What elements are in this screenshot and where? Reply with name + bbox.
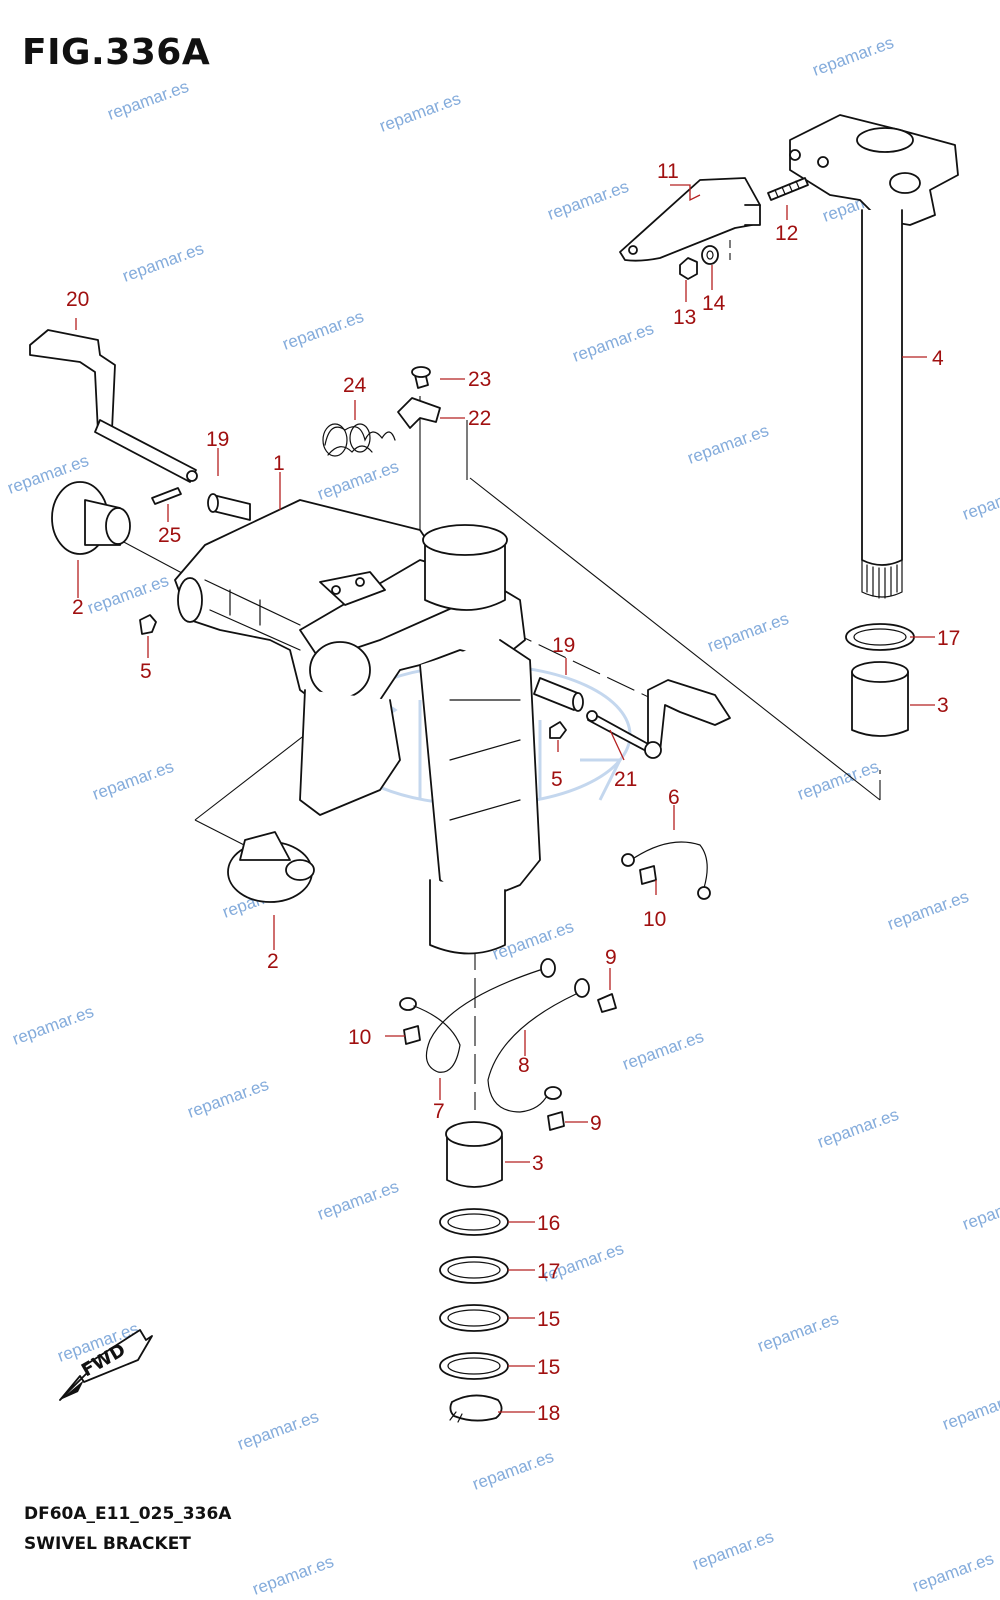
watermark: repamar.es	[470, 1447, 556, 1494]
callout-6: 6	[668, 786, 680, 809]
callout-21: 21	[614, 768, 637, 791]
washer-part-15-a	[439, 1304, 509, 1332]
bushing-part-3-lower	[445, 1121, 503, 1188]
callout-17: 17	[937, 627, 960, 650]
callout-5: 5	[140, 660, 152, 683]
lead-wire-part-7	[399, 958, 556, 1073]
bushing-part-3-upper	[851, 661, 909, 737]
bush-part-2-upper	[51, 481, 131, 555]
watermark: repamar.es	[105, 77, 191, 124]
washer-part-16	[439, 1208, 509, 1236]
callout-15: 15	[537, 1308, 560, 1331]
watermark: repamar.es	[690, 1527, 776, 1574]
steering-shaft-assembly	[789, 114, 959, 599]
figure-code: DF60A_E11_025_336A	[24, 1504, 232, 1524]
lead-wire-part-8	[487, 978, 590, 1113]
watermark: repamar.es	[315, 1177, 401, 1224]
swivel-bracket-body	[174, 499, 541, 955]
callout-4: 4	[932, 347, 944, 370]
callout-3: 3	[532, 1152, 544, 1175]
grease-nipple-part-5	[139, 614, 567, 739]
callout-24: 24	[343, 374, 367, 397]
watermark: repamar.es	[910, 1549, 996, 1596]
callout-8: 8	[518, 1054, 530, 1077]
screw-part-9	[547, 993, 617, 1131]
watermark: repamar.es	[120, 239, 206, 286]
watermark: repamar.es	[250, 1552, 336, 1599]
callout-9: 9	[590, 1112, 602, 1135]
callout-5: 5	[551, 768, 563, 791]
bracket-part-11	[619, 177, 761, 262]
watermark: repamar.es	[960, 477, 1000, 524]
watermark: repamar.es	[90, 757, 176, 804]
watermark: repamar.es	[185, 1075, 271, 1122]
watermark: repamar.es	[705, 609, 791, 656]
figure-title: FIG.336A	[22, 32, 211, 73]
watermark: repamar.es	[315, 457, 401, 504]
watermark: repamar.es	[570, 319, 656, 366]
callout-12: 12	[775, 222, 798, 245]
watermark: repamar.es	[10, 1002, 96, 1049]
callout-labels: 1 2 2 3 3 4 5 5 6 7 8 9 9 10 10 11 12 13…	[66, 160, 960, 1425]
lead-wire-part-6	[621, 841, 711, 900]
watermark: repamar.es	[545, 177, 631, 224]
callout-25: 25	[158, 524, 181, 547]
callout-22: 22	[468, 407, 491, 430]
callout-19: 19	[552, 634, 575, 657]
lever-part-21	[586, 679, 731, 759]
washer-part-15-b	[439, 1352, 509, 1380]
watermark: repamar.es	[280, 307, 366, 354]
leader-lines	[75, 184, 935, 1413]
washer-part-17-lower	[439, 1256, 509, 1284]
callout-9: 9	[605, 946, 617, 969]
callout-20: 20	[66, 288, 89, 311]
washer-part-17-upper	[845, 623, 915, 651]
figure-name: SWIVEL BRACKET	[24, 1534, 191, 1554]
callout-7: 7	[433, 1100, 445, 1123]
pin-part-25	[151, 487, 182, 505]
callout-10: 10	[348, 1026, 371, 1049]
callout-10: 10	[643, 908, 666, 931]
watermark: repamar.es	[960, 1187, 1000, 1234]
watermark: repamar.es	[885, 887, 971, 934]
callout-17: 17	[537, 1260, 560, 1283]
watermark: repamar.es	[810, 33, 896, 80]
callout-11: 11	[657, 160, 679, 183]
watermark: repamar.es	[235, 1407, 321, 1454]
callout-13: 13	[673, 306, 696, 329]
callout-15: 15	[537, 1356, 560, 1379]
callout-2: 2	[267, 950, 279, 973]
watermark: repamar.es	[85, 571, 171, 618]
tilt-lever-part-20	[29, 329, 198, 483]
callout-1: 1	[273, 452, 285, 475]
watermark: repamar.es	[795, 757, 881, 804]
callout-16: 16	[537, 1212, 560, 1235]
circlip-part-18	[449, 1394, 503, 1423]
bushing-part-19	[207, 493, 584, 712]
watermark: repamar.es	[620, 1027, 706, 1074]
clip-bolt-spring	[322, 366, 441, 457]
watermark: repamar.es	[755, 1309, 841, 1356]
callout-2: 2	[72, 596, 84, 619]
callout-19: 19	[206, 428, 229, 451]
watermark: repamar.es	[815, 1105, 901, 1152]
callout-14: 14	[702, 292, 726, 315]
bush-part-2-lower	[227, 831, 315, 903]
callout-18: 18	[537, 1402, 560, 1425]
watermark: repamar.es	[685, 421, 771, 468]
callout-23: 23	[468, 368, 491, 391]
watermark: repamar.es	[377, 89, 463, 136]
stud-nut-washer	[679, 177, 809, 280]
callout-3: 3	[937, 694, 949, 717]
watermark: repamar.es	[940, 1387, 1000, 1434]
